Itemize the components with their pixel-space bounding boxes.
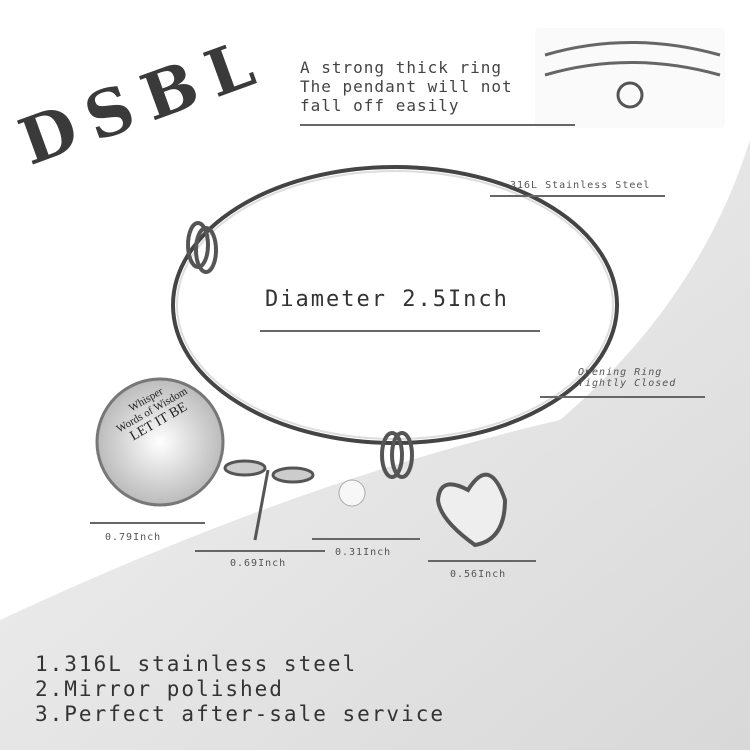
diameter-label: Diameter 2.5Inch — [265, 287, 509, 312]
dragonfly-charm — [223, 459, 315, 541]
round-charm — [95, 377, 225, 507]
material-label: 316L Stainless Steel — [510, 180, 651, 191]
divider — [195, 550, 325, 552]
opening-label: Opening Ring Tightly Closed — [578, 367, 676, 389]
bead-coil — [186, 221, 218, 274]
opening-line: Tightly Closed — [578, 378, 677, 389]
feature-item: 2.Mirror polished — [35, 677, 284, 701]
heart-charm — [435, 472, 508, 548]
size-label: 0.56Inch — [450, 569, 507, 580]
note-line: The pendant will not — [300, 77, 513, 96]
size-label: 0.31Inch — [335, 547, 392, 558]
divider — [490, 195, 665, 197]
ring-closeup — [535, 28, 725, 128]
divider — [312, 538, 420, 540]
size-label: 0.69Inch — [230, 558, 287, 569]
size-label: 0.79Inch — [105, 532, 162, 543]
divider — [428, 560, 536, 562]
background-swoosh — [0, 140, 750, 750]
ring-note: A strong thick ring The pendant will not… — [300, 58, 513, 115]
note-line: fall off easily — [300, 96, 460, 115]
feature-item: 3.Perfect after-sale service — [35, 702, 446, 726]
pearl-charm — [338, 479, 366, 507]
note-line: A strong thick ring — [300, 58, 503, 77]
divider — [90, 522, 205, 524]
bead-coil — [380, 431, 414, 479]
divider — [300, 124, 575, 126]
feature-list: 1.316L stainless steel 2.Mirror polished… — [35, 652, 445, 727]
divider — [260, 330, 540, 332]
feature-item: 1.316L stainless steel — [35, 652, 358, 676]
opening-line: Opening Ring — [578, 367, 663, 378]
divider — [540, 396, 705, 398]
